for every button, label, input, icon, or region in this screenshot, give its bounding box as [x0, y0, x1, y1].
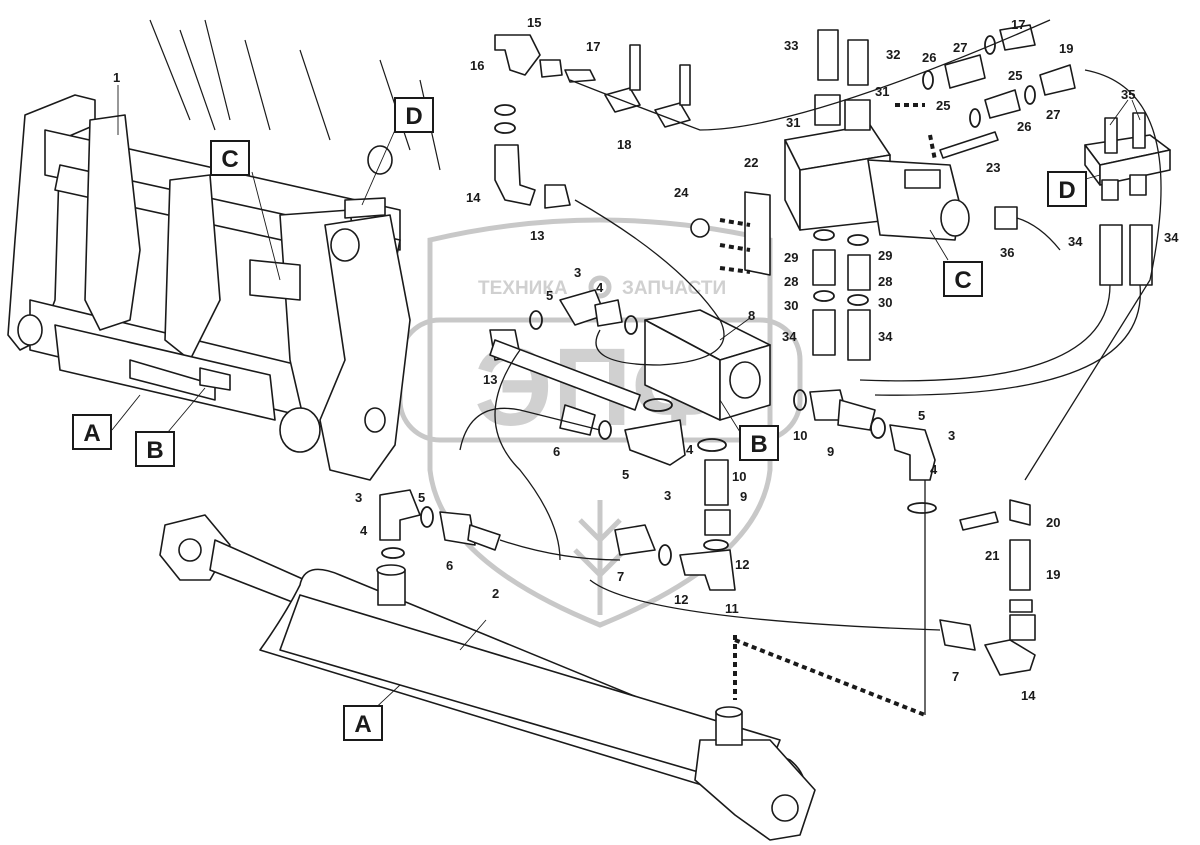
part-number: 24 — [674, 185, 689, 200]
part-number: 12 — [735, 557, 749, 572]
part-number: 10 — [732, 469, 746, 484]
part-number: 31 — [786, 115, 800, 130]
part-number: 18 — [617, 137, 631, 152]
callout-A2: A — [343, 705, 383, 741]
callout-label-a: A — [83, 420, 100, 447]
part-number: 5 — [918, 408, 925, 423]
part-number: 13 — [483, 372, 497, 387]
part-number: 27 — [953, 40, 967, 55]
leader-lines — [111, 85, 1141, 716]
part-number: 29 — [878, 248, 892, 263]
fittings — [379, 24, 1153, 676]
valve-block-8 — [644, 309, 771, 421]
gear-icon — [588, 275, 612, 299]
part-number: 34 — [782, 329, 797, 344]
part-number: 4 — [686, 442, 694, 457]
part-number: 4 — [930, 462, 938, 477]
watermark-company2: ЗАПЧАСТИ — [622, 278, 726, 299]
part-number: 5 — [546, 288, 553, 303]
part-number: 20 — [1046, 515, 1060, 530]
callout-A1: A — [72, 414, 112, 450]
solenoid-valve-22 — [744, 124, 1061, 276]
part-number: 7 — [617, 569, 624, 584]
part-number: 5 — [418, 490, 425, 505]
part-number: 6 — [446, 558, 453, 573]
part-number: 15 — [527, 15, 541, 30]
part-number: 3 — [664, 488, 671, 503]
part-number: 33 — [784, 38, 798, 53]
part-number: 28 — [784, 274, 798, 289]
part-number: 19 — [1059, 41, 1073, 56]
part-number: 12 — [674, 592, 688, 607]
part-number: 1 — [113, 70, 120, 85]
callout-B1: B — [135, 431, 175, 467]
part-number: 17 — [1011, 17, 1025, 32]
part-number: 25 — [936, 98, 950, 113]
callout-D2: D — [1047, 171, 1087, 207]
part-number: 30 — [878, 295, 892, 310]
part-number: 23 — [986, 160, 1000, 175]
part-number: 32 — [886, 47, 900, 62]
part-number: 28 — [878, 274, 892, 289]
callout-label-d: D — [405, 103, 422, 130]
part-number: 36 — [1000, 245, 1014, 260]
part-number: 9 — [740, 489, 747, 504]
part-number: 26 — [922, 50, 936, 65]
part-number: 9 — [827, 444, 834, 459]
part-numbers: 1 2 3 3 3 3 4 4 4 4 5 5 5 5 6 6 7 7 8 9 … — [113, 15, 1179, 703]
coupler-block-35 — [1084, 112, 1171, 201]
callout-label-b: B — [146, 437, 163, 464]
part-number: 10 — [793, 428, 807, 443]
part-number: 14 — [1021, 688, 1036, 703]
part-number: 35 — [1121, 87, 1135, 102]
part-number: 25 — [1008, 68, 1022, 83]
part-number: 4 — [596, 280, 604, 295]
part-number: 14 — [466, 190, 481, 205]
callout-B2: B — [739, 425, 779, 461]
hydraulic-cylinder — [159, 514, 816, 841]
part-number: 34 — [878, 329, 893, 344]
part-number: 31 — [875, 84, 889, 99]
part-number: 22 — [744, 155, 758, 170]
part-number: 13 — [530, 228, 544, 243]
part-number: 5 — [622, 467, 629, 482]
part-number: 27 — [1046, 107, 1060, 122]
part-number: 3 — [355, 490, 362, 505]
part-number: 19 — [1046, 567, 1060, 582]
hoses — [459, 19, 1162, 715]
part-number: 6 — [553, 444, 560, 459]
loader-frame — [7, 19, 441, 481]
callout-label-d2: D — [1058, 177, 1075, 204]
part-number: 26 — [1017, 119, 1031, 134]
part-number: 7 — [952, 669, 959, 684]
part-number: 16 — [470, 58, 484, 73]
part-number: 17 — [586, 39, 600, 54]
part-number: 30 — [784, 298, 798, 313]
callout-label-c: C — [221, 146, 238, 173]
part-number: 21 — [985, 548, 999, 563]
part-number: 3 — [948, 428, 955, 443]
part-number: 34 — [1164, 230, 1179, 245]
part-number: 8 — [748, 308, 755, 323]
part-number: 4 — [360, 523, 368, 538]
callout-C1: C — [210, 140, 250, 176]
callout-C2: C — [943, 261, 983, 297]
callout-label-b2: B — [750, 431, 767, 458]
watermark-company: ТЕХНИКА — [478, 278, 568, 299]
callout-label-c2: C — [954, 267, 971, 294]
callout-D1: D — [394, 97, 434, 133]
part-number: 34 — [1068, 234, 1083, 249]
part-number: 3 — [574, 265, 581, 280]
callout-label-a2: A — [354, 711, 371, 738]
part-number: 2 — [492, 586, 499, 601]
dashed-connections — [719, 103, 937, 717]
part-number: 11 — [725, 601, 739, 616]
part-number: 29 — [784, 250, 798, 265]
